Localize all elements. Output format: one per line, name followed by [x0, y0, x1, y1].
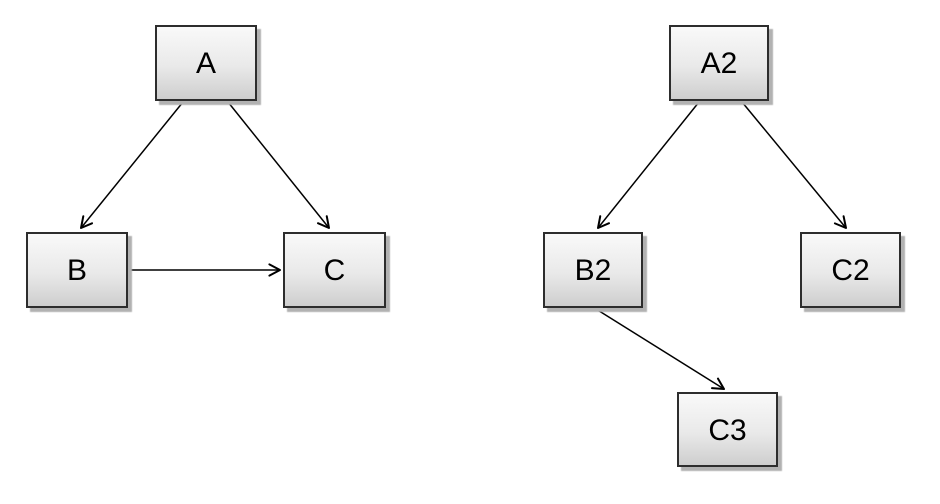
- node-b-label: B: [66, 254, 87, 287]
- node-c: C: [283, 232, 386, 308]
- node-c-label: C: [323, 254, 346, 287]
- node-c3: C3: [677, 392, 778, 467]
- node-c2: C2: [800, 232, 901, 308]
- edge-a2-to-c2: [741, 101, 847, 229]
- edge-a-to-c: [227, 101, 330, 229]
- node-a: A: [155, 25, 257, 101]
- node-c2-label: C2: [831, 254, 870, 287]
- node-a2-label: A2: [700, 47, 738, 80]
- node-b: B: [26, 232, 128, 308]
- node-a2: A2: [669, 25, 769, 101]
- edge-a2-to-b2: [597, 101, 700, 229]
- node-b2: B2: [543, 232, 643, 308]
- node-c3-label: C3: [708, 413, 747, 447]
- node-a-label: A: [195, 47, 216, 80]
- edge-a-to-b: [80, 101, 184, 229]
- node-b2-label: B2: [574, 254, 612, 287]
- edge-b2-to-c3: [595, 308, 725, 390]
